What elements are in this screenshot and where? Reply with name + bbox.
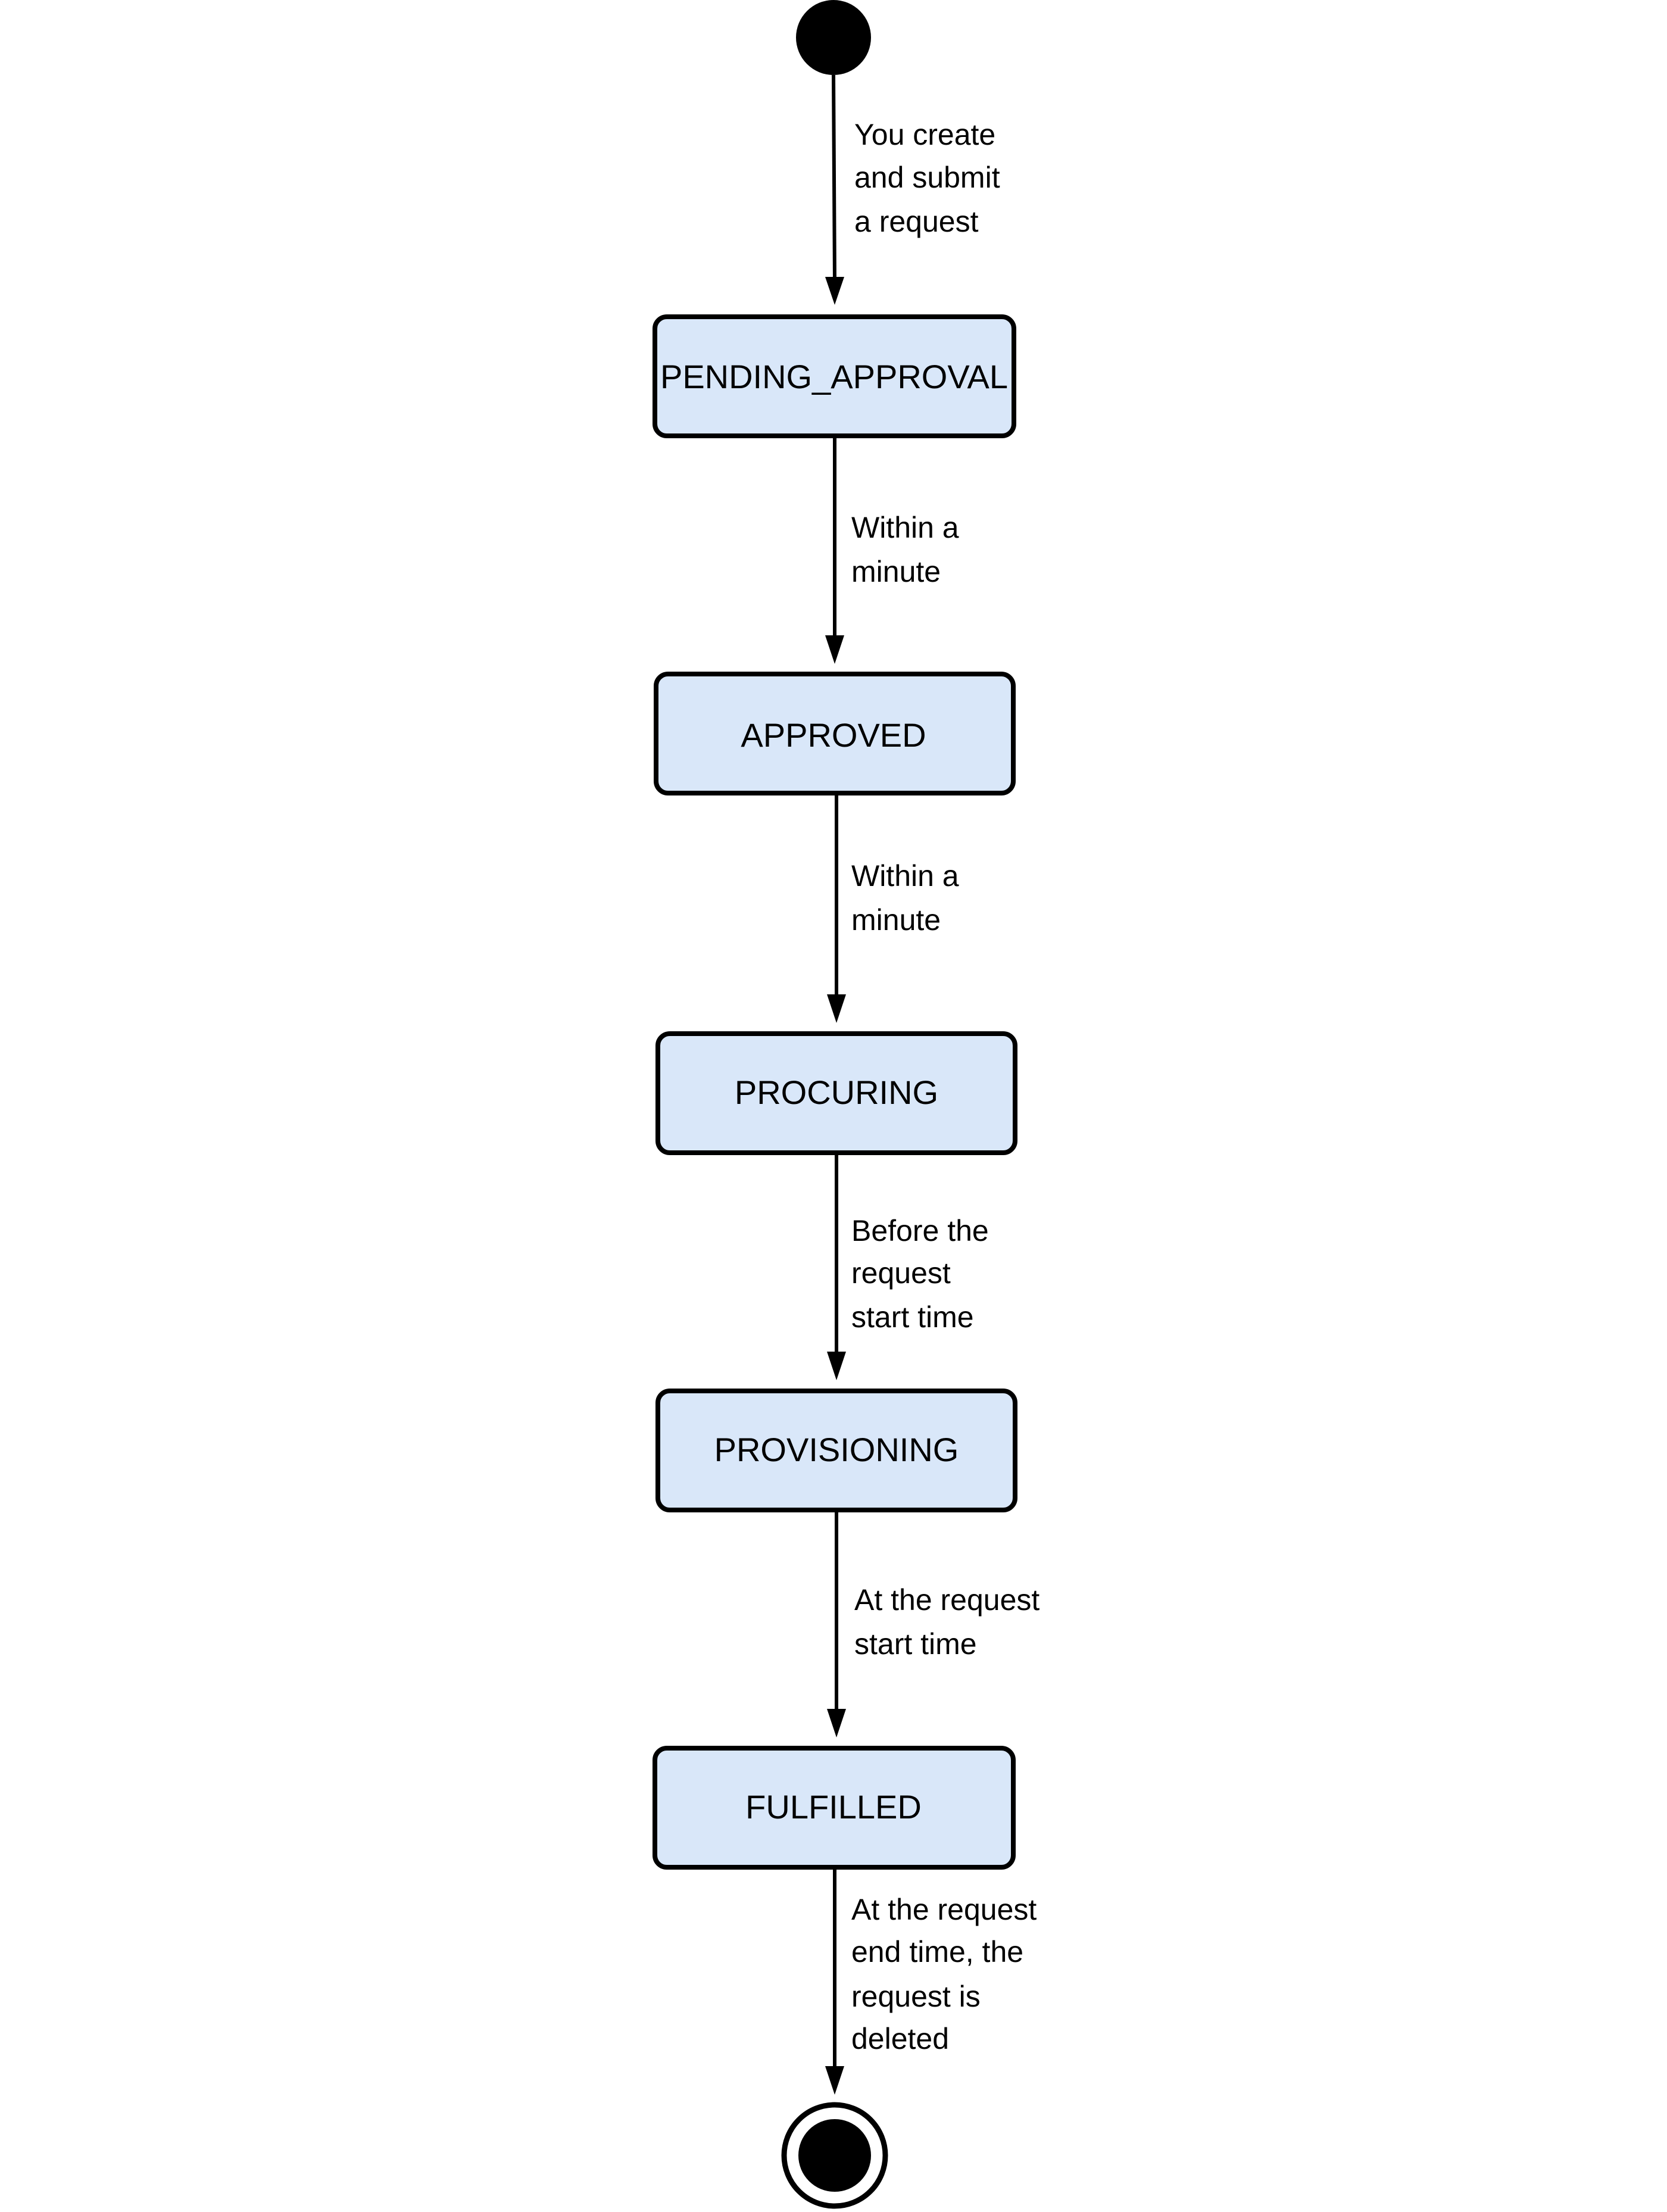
state-label: FULFILLED bbox=[745, 1788, 922, 1826]
state-label: PENDING_APPROVAL bbox=[660, 358, 1008, 395]
state-pending-approval: PENDING_APPROVAL bbox=[653, 314, 1016, 438]
transition-label-line: You create bbox=[854, 118, 995, 151]
arrowhead-icon bbox=[825, 635, 844, 664]
transition-fulfilled-to-end: At the request end time, the request is … bbox=[825, 1867, 1037, 2095]
final-state-node bbox=[781, 2102, 888, 2209]
transition-label-line: start time bbox=[854, 1627, 977, 1661]
transition-label-line: deleted bbox=[851, 2022, 949, 2055]
arrowhead-icon bbox=[825, 277, 844, 305]
state-provisioning: PROVISIONING bbox=[655, 1389, 1017, 1512]
transition-label-line: and submit bbox=[854, 161, 1000, 194]
transition-label-line: start time bbox=[851, 1300, 974, 1334]
state-label: PROVISIONING bbox=[714, 1431, 959, 1468]
transition-procuring-to-provisioning: Before the request start time bbox=[827, 1153, 989, 1380]
transition-label-line: Before the bbox=[851, 1214, 989, 1247]
transition-label-line: end time, the bbox=[851, 1935, 1023, 1968]
state-label: APPROVED bbox=[741, 716, 926, 754]
transition-label-line: At the request bbox=[854, 1583, 1039, 1617]
arrowhead-icon bbox=[827, 1709, 846, 1737]
arrowhead-icon bbox=[827, 994, 846, 1023]
transition-start-to-pending-approval: You create and submit a request bbox=[825, 74, 1000, 305]
transition-label-line: request is bbox=[851, 1980, 981, 2013]
transition-label-line: request bbox=[851, 1256, 951, 1290]
transition-approved-to-procuring: Within a minute bbox=[827, 793, 959, 1023]
transition-label-line: Within a bbox=[851, 511, 959, 544]
state-label: PROCURING bbox=[735, 1074, 938, 1111]
transition-label-line: At the request bbox=[851, 1893, 1037, 1926]
arrowhead-icon bbox=[827, 1352, 846, 1380]
state-fulfilled: FULFILLED bbox=[653, 1746, 1016, 1870]
transition-label-line: Within a bbox=[851, 859, 959, 893]
arrowhead-icon bbox=[825, 2066, 844, 2095]
transition-label-line: a request bbox=[854, 205, 979, 238]
transition-pending-approval-to-approved: Within a minute bbox=[825, 436, 959, 664]
initial-state-node bbox=[796, 0, 871, 75]
transition-label-line: minute bbox=[851, 555, 941, 588]
state-approved: APPROVED bbox=[654, 672, 1016, 795]
transition-label-line: minute bbox=[851, 903, 941, 937]
state-procuring: PROCURING bbox=[655, 1031, 1017, 1155]
transition-provisioning-to-fulfilled: At the request start time bbox=[827, 1510, 1039, 1737]
